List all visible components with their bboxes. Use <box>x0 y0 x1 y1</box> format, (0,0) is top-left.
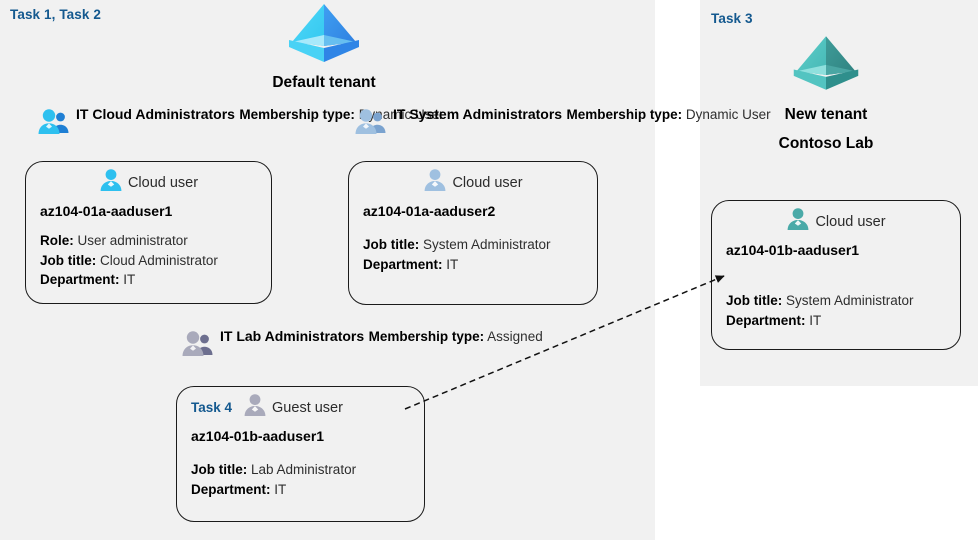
attr-value: Lab Administrator <box>251 462 357 477</box>
card-username: az104-01b-aaduser1 <box>726 242 860 258</box>
attr-value: IT <box>446 256 459 272</box>
attr-value: System Administrator <box>786 293 914 308</box>
attr-role: Role: User administrator <box>40 231 271 251</box>
task-label-1-2: Task 1, Task 2 <box>10 7 101 22</box>
default-tenant-block: Default tenant <box>224 2 424 94</box>
group-name: IT Cloud Administrators <box>76 106 235 122</box>
card-attributes: Job title: System Administrator Departme… <box>712 291 960 330</box>
group-text: IT System Administrators Membership type… <box>393 104 771 127</box>
group-name: IT System Administrators <box>393 106 563 122</box>
group-text: IT Lab Administrators Membership type: A… <box>220 326 543 349</box>
attr-job-title: Job title: System Administrator <box>726 291 960 311</box>
attr-label: Role: <box>40 233 74 248</box>
membership-type-value: Assigned <box>487 329 543 344</box>
membership-type-label: Membership type: <box>368 329 485 344</box>
card-username: az104-01b-aaduser1 <box>191 428 325 444</box>
user-card-new-tenant-aaduser1: Cloud user az104-01b-aaduser1 Job title:… <box>711 200 961 350</box>
card-user-type: Cloud user <box>452 174 523 191</box>
membership-type-label: Membership type: <box>566 107 683 122</box>
group-users-icon <box>38 109 70 140</box>
default-tenant-panel <box>0 0 655 540</box>
cloud-user-icon <box>423 168 447 197</box>
attr-department: Department: IT <box>726 311 960 331</box>
card-username: az104-01a-aaduser1 <box>40 203 173 219</box>
attr-department: Department: IT <box>191 480 424 500</box>
user-card-aaduser1: Cloud user az104-01a-aaduser1 Role: User… <box>25 161 272 304</box>
group-it-lab-administrators: IT Lab Administrators Membership type: A… <box>182 326 543 362</box>
attr-value: IT <box>809 312 822 328</box>
group-membership-type: Membership type: Assigned <box>369 329 543 344</box>
attr-job-title: Job title: Cloud Administrator <box>40 251 271 271</box>
cloud-user-icon <box>99 168 123 197</box>
attr-department: Department: IT <box>363 255 597 275</box>
group-it-system-administrators: IT System Administrators Membership type… <box>355 104 771 140</box>
group-users-icon <box>355 109 387 140</box>
attr-department: Department: IT <box>40 270 271 290</box>
attr-value: IT <box>274 481 287 497</box>
azure-ad-tenant-icon <box>726 34 926 97</box>
default-tenant-title: Default tenant <box>272 74 376 91</box>
card-header: Cloud user <box>26 162 271 197</box>
azure-ad-tenant-icon <box>224 2 424 69</box>
card-user-type: Cloud user <box>815 213 886 230</box>
card-header: Task 4 Guest user <box>177 387 424 422</box>
attr-label: Department: <box>726 312 806 328</box>
card-attributes: Job title: System Administrator Departme… <box>349 235 597 274</box>
cloud-user-icon <box>786 207 810 236</box>
attr-label: Job title: <box>363 237 420 252</box>
attr-value: IT <box>123 272 136 288</box>
attr-job-title: Job title: System Administrator <box>363 235 597 255</box>
attr-value: Cloud Administrator <box>100 252 218 268</box>
card-user-type: Guest user <box>272 399 343 416</box>
card-username: az104-01a-aaduser2 <box>363 203 496 219</box>
card-user-type: Cloud user <box>127 174 199 191</box>
guest-user-icon <box>243 393 267 422</box>
attr-job-title: Job title: Lab Administrator <box>191 460 424 480</box>
membership-type-label: Membership type: <box>239 107 355 122</box>
attr-label: Job title: <box>40 252 97 268</box>
attr-value: System Administrator <box>423 237 551 252</box>
card-attributes: Role: User administrator Job title: Clou… <box>26 231 271 290</box>
task-label-3: Task 3 <box>711 11 753 26</box>
attr-label: Job title: <box>726 293 783 308</box>
attr-label: Department: <box>191 481 271 497</box>
new-tenant-title-line2: Contoso Lab <box>778 134 874 152</box>
attr-label: Job title: <box>191 462 248 477</box>
group-membership-type: Membership type: Dynamic User <box>567 107 771 122</box>
attr-label: Department: <box>363 256 443 272</box>
card-header: Cloud user <box>349 162 597 197</box>
group-users-icon <box>182 331 214 362</box>
card-attributes: Job title: Lab Administrator Department:… <box>177 460 424 499</box>
new-tenant-block: New tenant Contoso Lab <box>726 34 926 155</box>
new-tenant-title-line1: New tenant <box>784 106 868 123</box>
card-header: Cloud user <box>712 201 960 236</box>
attr-label: Department: <box>40 272 120 288</box>
attr-value: User administrator <box>77 233 188 248</box>
user-card-aaduser2: Cloud user az104-01a-aaduser2 Job title:… <box>348 161 598 305</box>
group-name: IT Lab Administrators <box>220 328 365 344</box>
card-task-label: Task 4 <box>191 400 233 415</box>
membership-type-value: Dynamic User <box>685 107 771 122</box>
user-card-guest-aaduser1: Task 4 Guest user az104-01b-aaduser1 Job… <box>176 386 425 522</box>
